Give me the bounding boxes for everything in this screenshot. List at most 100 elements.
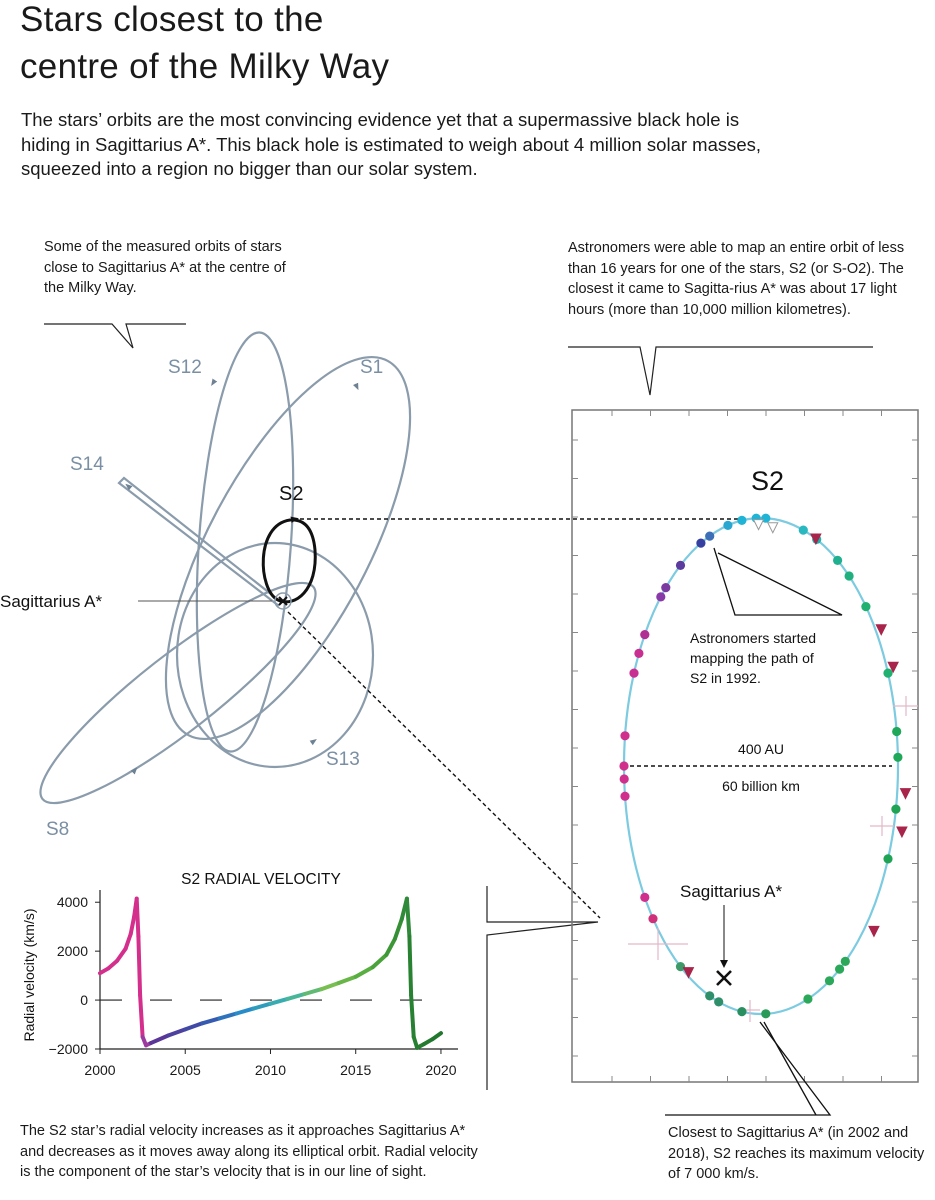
observation-dot xyxy=(737,515,747,526)
observation-dot xyxy=(824,976,835,986)
velocity-line-segment xyxy=(183,1021,205,1032)
velocity-line-segment xyxy=(138,993,145,1039)
chart-x-tick-label: 2010 xyxy=(255,1062,286,1078)
s13-arrow-icon xyxy=(309,738,317,746)
observation-triangle xyxy=(899,788,912,800)
observation-dot xyxy=(620,731,630,741)
velocity-line-segment xyxy=(115,946,128,963)
observation-dot xyxy=(705,991,715,1001)
chart-title: S2 RADIAL VELOCITY xyxy=(181,871,341,888)
sgr-small-orbit xyxy=(274,592,292,610)
observation-dot xyxy=(619,774,629,784)
observation-dot xyxy=(833,555,843,566)
label-s8: S8 xyxy=(46,819,69,840)
chart-x-tick-label: 2000 xyxy=(84,1062,115,1078)
observation-dot xyxy=(714,997,724,1007)
chart-y-tick-label: 4000 xyxy=(57,894,88,910)
observation-dot xyxy=(675,560,686,571)
observation-triangle xyxy=(810,533,822,546)
observation-dot xyxy=(761,1009,771,1019)
chart-y-tick-label: 2000 xyxy=(57,943,88,959)
velocity-line-segment xyxy=(149,1033,171,1045)
observation-dot xyxy=(705,531,715,541)
orbits-note: Some of the measured orbits of stars clo… xyxy=(44,239,286,296)
s2-orbit-panel: S2 400 AU 60 billion km Sagittarius A* A… xyxy=(571,409,919,1116)
velocity-line-segment xyxy=(392,917,404,941)
title-line-2: centre of the Milky Way xyxy=(20,47,390,86)
observation-dot xyxy=(861,602,871,612)
observation-dot xyxy=(892,726,902,737)
closest-callout-line xyxy=(665,1021,832,1116)
s2-orbit-note: Astronomers were able to map an entire o… xyxy=(568,240,905,318)
velocity-bracket xyxy=(486,886,599,1090)
observation-dot xyxy=(619,761,629,771)
velocity-line-segment xyxy=(430,1031,443,1042)
panel-title: S2 xyxy=(751,466,784,496)
observation-dot xyxy=(696,538,706,548)
observation-dot xyxy=(723,520,733,531)
panel-sgr-label: Sagittarius A* xyxy=(680,882,782,901)
closest-note: Closest to Sagittarius A* (in 2002 and 2… xyxy=(668,1125,925,1182)
sgr-cross-icon-panel xyxy=(716,970,732,986)
velocity-line-segment xyxy=(285,992,307,1001)
observation-dot xyxy=(883,854,893,864)
panel-frame xyxy=(571,409,919,1083)
observation-dot xyxy=(803,994,813,1004)
velocity-line-segment xyxy=(407,934,414,998)
velocity-line-segment xyxy=(134,896,141,939)
velocity-line-segment xyxy=(234,1006,256,1016)
title-line-1: Stars closest to the xyxy=(20,0,324,39)
velocity-line-segment xyxy=(370,952,389,970)
chart-x-tick-label: 2015 xyxy=(340,1062,371,1078)
closest-callout-line-2 xyxy=(763,1021,817,1116)
orbit-s1 xyxy=(164,355,412,741)
intro-text: The stars’ orbits are the most convincin… xyxy=(21,109,762,179)
velocity-line-segment xyxy=(353,965,375,979)
observation-triangle xyxy=(896,826,908,839)
observation-dot xyxy=(835,964,845,974)
velocity-line-segment xyxy=(319,981,341,992)
observation-triangle xyxy=(875,624,888,636)
orbit-s14 xyxy=(117,476,282,607)
velocity-line-segment xyxy=(336,974,358,985)
observation-triangle xyxy=(868,925,880,938)
label-sgr-left: Sagittarius A* xyxy=(0,592,102,611)
orbit-s2 xyxy=(261,518,317,604)
observation-dot xyxy=(634,648,644,659)
label-s14: S14 xyxy=(70,454,104,475)
s1-arrow-icon xyxy=(353,382,359,391)
velocity-line-segment xyxy=(166,1027,188,1038)
velocity-line-segment xyxy=(128,914,137,936)
velocity-line-segment xyxy=(123,932,133,951)
s2-callout-line xyxy=(568,346,873,396)
observation-triangle xyxy=(766,522,779,534)
orbit-direction-arrows xyxy=(125,378,359,775)
observation-dot xyxy=(893,752,903,762)
observation-dot xyxy=(840,956,850,967)
observation-dot xyxy=(620,791,630,801)
observation-dot xyxy=(661,583,671,593)
observation-dot xyxy=(891,804,901,814)
label-s2: S2 xyxy=(279,483,303,505)
label-s12: S12 xyxy=(168,357,202,378)
start-note-line-1: Astronomers started xyxy=(690,630,816,646)
width-au-label: 400 AU xyxy=(738,741,784,757)
observation-dot xyxy=(737,1007,747,1017)
start-callout-line xyxy=(713,547,843,616)
observation-dot xyxy=(883,668,893,678)
label-s1: S1 xyxy=(360,357,383,378)
orbit-s13 xyxy=(175,541,375,769)
observation-dot xyxy=(648,914,658,924)
velocity-line-segment xyxy=(302,987,324,996)
velocity-chart: S2 RADIAL VELOCITY Radial velocity (km/s… xyxy=(21,871,458,1078)
velocity-note: The S2 star’s radial velocity increases … xyxy=(20,1123,478,1180)
s12-arrow-icon xyxy=(211,378,218,386)
width-km-label: 60 billion km xyxy=(722,778,800,794)
sgr-cross-icon-left xyxy=(278,596,288,606)
observation-triangle xyxy=(887,661,899,674)
observation-dot xyxy=(640,630,650,640)
s2-observation-triangles xyxy=(682,519,912,979)
velocity-line-segment xyxy=(136,934,143,998)
velocity-line-segment xyxy=(268,996,290,1006)
